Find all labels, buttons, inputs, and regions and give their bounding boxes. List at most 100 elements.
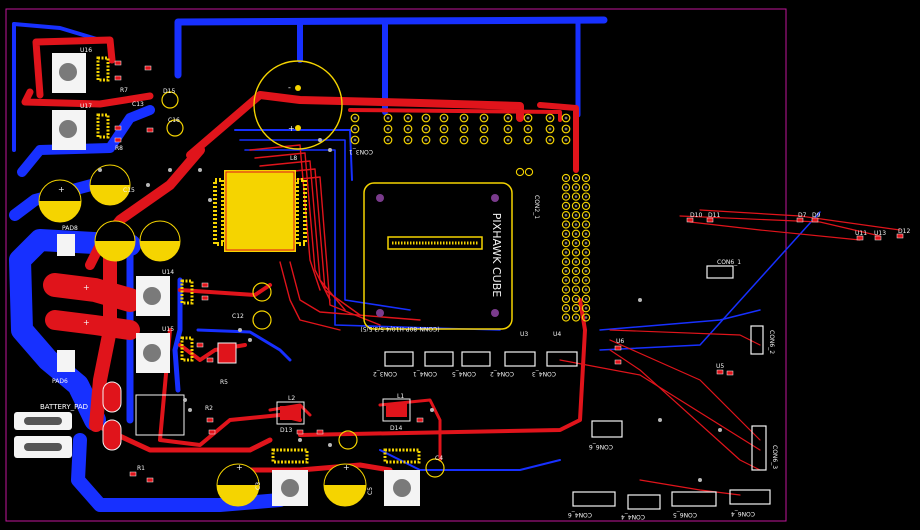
header-pin (503, 113, 513, 123)
header-pin (561, 266, 571, 276)
svg-text:CON6_3: CON6_3 (771, 445, 778, 469)
header-pin (571, 313, 581, 322)
header-pin (561, 220, 571, 229)
smd-part (114, 75, 122, 81)
red-trace-mcu-fanout6 (279, 261, 341, 331)
regulator-u14: U14 (136, 269, 194, 316)
via (98, 168, 102, 172)
header-pin (561, 276, 571, 285)
header-pin (581, 238, 591, 248)
svg-text:D9: D9 (812, 212, 821, 219)
svg-text:U16: U16 (80, 47, 92, 54)
smd-part (114, 125, 122, 131)
header-pin (571, 173, 581, 183)
svg-text:+: + (343, 463, 350, 472)
battery-pad-label: BATTERY_PAD (40, 403, 88, 411)
header-pin (571, 183, 581, 192)
regulator-u15: U15 (136, 326, 194, 373)
red-trace-u16-out (21, 88, 154, 108)
svg-text:CON4_1: CON4_1 (413, 370, 437, 377)
svg-text:L2: L2 (288, 395, 295, 402)
header-pin (571, 238, 581, 248)
header-pin (421, 124, 431, 134)
header-pin (479, 135, 489, 145)
inductors (135, 342, 411, 436)
svg-text:PAD8: PAD8 (62, 225, 78, 232)
header-pin (581, 266, 591, 276)
power-input-pads: PAD8 PAD6 + + (52, 225, 90, 385)
svg-text:R7: R7 (120, 87, 128, 94)
smd-part (296, 429, 304, 435)
svg-text:CON6_5: CON6_5 (673, 511, 697, 518)
red-trace-hv-side (537, 102, 579, 173)
header-column-right (515, 167, 591, 322)
header-pin (561, 285, 571, 294)
svg-text:CON2_1: CON2_1 (533, 195, 540, 219)
svg-text:R5: R5 (220, 379, 228, 386)
smd-part (208, 429, 216, 435)
svg-text:D15: D15 (163, 88, 175, 95)
svg-text:L1: L1 (397, 393, 404, 400)
header-pin (581, 220, 591, 229)
smd-parts (114, 60, 904, 483)
header-pin (503, 135, 513, 145)
svg-text:R8: R8 (115, 145, 123, 152)
mcu-chip (213, 170, 307, 252)
svg-text:CON4_4: CON4_4 (621, 513, 645, 520)
blue-trace-left-top (12, 22, 102, 42)
header-pin (571, 304, 581, 313)
header-pin (459, 135, 469, 145)
svg-text:U3: U3 (520, 331, 528, 338)
red-trace-u14-out (178, 283, 272, 297)
header-pin (571, 257, 581, 266)
header-pin (581, 173, 591, 183)
svg-text:U14: U14 (162, 269, 174, 276)
bottom-regulators (271, 448, 421, 506)
red-trace-u16-frame (32, 36, 116, 99)
svg-text:U4: U4 (553, 331, 561, 338)
svg-text:D12: D12 (898, 228, 910, 235)
silkscreen-labels: R7 C13 D15 C16 R8 C15 C12 R2 R5 R1 L2 L1… (115, 87, 910, 520)
header-pin (581, 183, 591, 192)
header-pin (350, 135, 360, 145)
pixhawk-sub-label: (CONN-80P-H10/4.5/3.5/5) (360, 325, 439, 332)
pixhawk-connector (387, 236, 483, 250)
header-pin (439, 113, 449, 123)
red-trace-hv-bus (186, 91, 524, 159)
blue-trace-right-net (599, 309, 761, 331)
svg-text:U5: U5 (716, 363, 724, 370)
battery-pad: BATTERY_PAD (14, 381, 122, 458)
red-trace-left-main (85, 145, 205, 270)
red-trace-right-4 (609, 329, 761, 346)
smd-part (201, 282, 209, 288)
header-pin (561, 238, 571, 248)
header-pin (523, 124, 533, 134)
header-pin (561, 257, 571, 266)
svg-text:C5: C5 (367, 487, 374, 495)
smd-part (706, 217, 714, 223)
svg-text:D11: D11 (708, 212, 720, 219)
red-trace-hv-bus2 (348, 108, 562, 122)
svg-text:U15: U15 (162, 326, 174, 333)
header-pin (383, 135, 393, 145)
board-outline (5, 8, 787, 522)
svg-text:CON4_3: CON4_3 (532, 370, 556, 377)
red-trace-right-8 (559, 359, 761, 451)
via (328, 148, 332, 152)
blue-trace-top-bus (174, 16, 608, 79)
via (430, 408, 434, 412)
smd-part (726, 370, 734, 376)
red-trace-l1 (378, 398, 442, 462)
via (183, 398, 187, 402)
smd-part (129, 471, 137, 477)
via (328, 443, 332, 447)
smd-part (206, 357, 214, 363)
header-pin (350, 113, 360, 123)
red-trace-right-5 (609, 339, 761, 441)
header-pin (561, 113, 571, 123)
svg-text:C16: C16 (168, 117, 180, 124)
header-pin (581, 229, 591, 238)
smd-part (206, 417, 214, 423)
header-pin (421, 135, 431, 145)
